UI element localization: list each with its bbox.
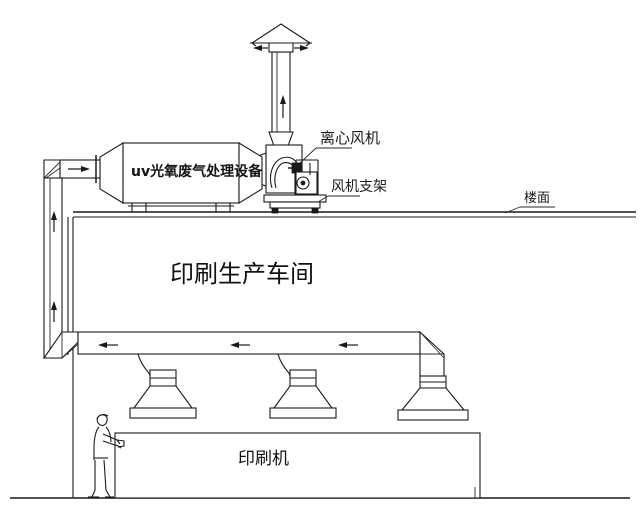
label-fan-bracket: 风机支架 xyxy=(331,179,387,195)
flow-arrow-duct-left xyxy=(98,342,118,348)
header-duct xyxy=(77,330,445,377)
flow-arrow-duct-middle xyxy=(230,342,250,348)
printing-machine xyxy=(114,432,481,499)
flow-arrow-riser-upper xyxy=(51,211,57,232)
label-uv-equipment: uv光氧废气处理设备 xyxy=(131,164,263,180)
flow-arrow-cap-right xyxy=(294,45,309,51)
uv-treatment-unit xyxy=(99,142,263,212)
centrifugal-fan xyxy=(239,131,319,196)
uv-inlet-duct xyxy=(43,155,101,183)
floor-slab xyxy=(73,206,636,218)
fan-leader-line xyxy=(299,147,352,164)
flow-arrow-stack xyxy=(280,95,286,118)
collection-hood-3 xyxy=(397,375,469,421)
label-centrifugal-fan: 离心风机 xyxy=(320,129,381,147)
flow-arrow-cap-left xyxy=(253,45,268,51)
label-workshop: 印刷生产车间 xyxy=(170,260,314,288)
operator-figure xyxy=(88,414,125,498)
collection-hood-2 xyxy=(269,353,337,419)
label-floor-surface: 楼面 xyxy=(524,191,551,206)
flow-arrow-duct-right xyxy=(338,342,358,348)
fan-bracket xyxy=(263,194,360,214)
collection-hood-1 xyxy=(129,353,197,419)
flow-arrow-inlet xyxy=(68,166,90,172)
flow-arrow-riser-lower xyxy=(51,301,57,322)
rain-cap xyxy=(250,23,312,51)
riser-duct xyxy=(42,177,79,359)
label-printing-machine: 印刷机 xyxy=(238,449,289,469)
exhaust-stack xyxy=(268,37,294,133)
